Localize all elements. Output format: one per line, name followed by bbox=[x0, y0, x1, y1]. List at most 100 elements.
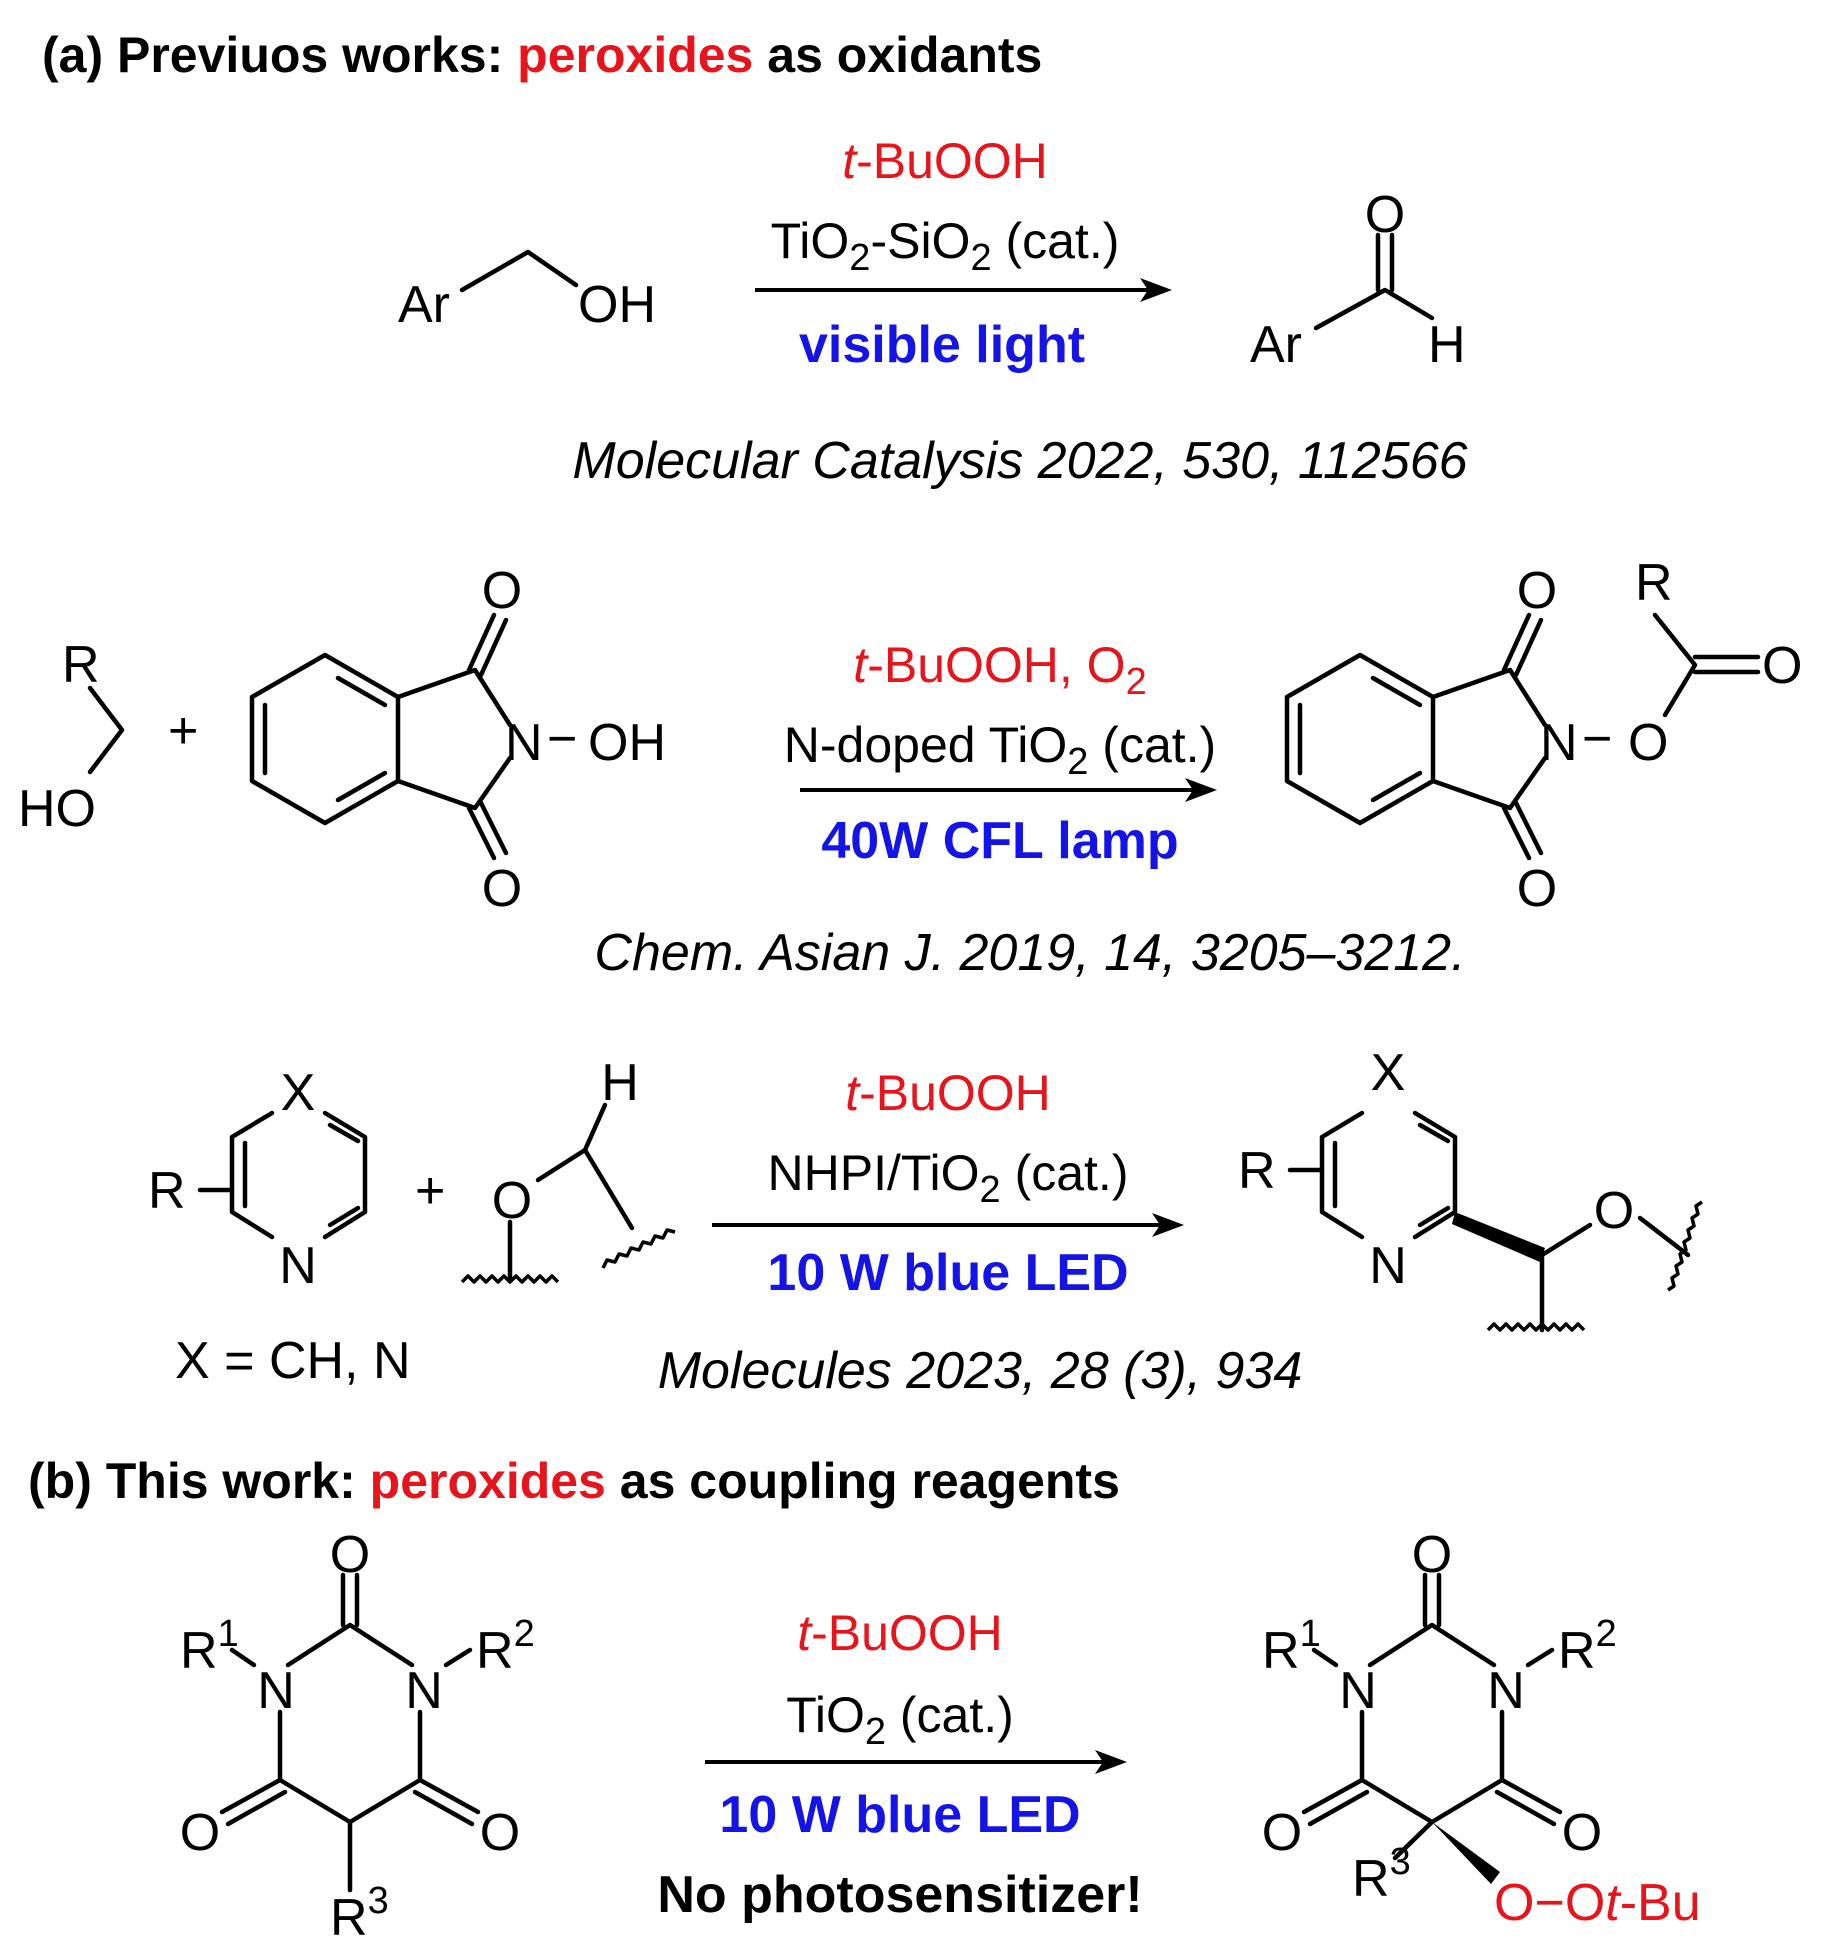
r1-cat-sub1: 2 bbox=[849, 237, 870, 279]
r4-peroxy-o1: O bbox=[1494, 1874, 1534, 1932]
r2-cat-sub: 2 bbox=[1067, 741, 1088, 783]
r4-peroxy-dash: − bbox=[1534, 1874, 1564, 1932]
r4-peroxy-bu: -Bu bbox=[1620, 1874, 1701, 1932]
r2-prod-n: N bbox=[1540, 714, 1578, 772]
r4-product: O R1 R2 N N O O R3 O−Ot-Bu bbox=[1262, 1526, 1701, 1932]
r3-ether: H O bbox=[460, 1054, 676, 1284]
reaction-1: Ar OH t-BuOOH TiO2-SiO2 (cat.) visible l… bbox=[398, 133, 1468, 490]
r2-arrow bbox=[800, 778, 1217, 802]
r2-nhpi-dash: − bbox=[547, 710, 577, 768]
r1-arrow bbox=[755, 278, 1172, 302]
r2-prod-o-bottom: O bbox=[1517, 860, 1557, 918]
r2-prod-dash: − bbox=[1582, 710, 1612, 768]
r1-condition: visible light bbox=[799, 316, 1085, 374]
reaction-2: R HO + O O N − OH t-BuOOH, O2 N-doped Ti… bbox=[18, 554, 1802, 982]
r3-product: X R N O bbox=[1238, 1044, 1703, 1333]
r4-peroxy-o2: O bbox=[1565, 1874, 1605, 1932]
r1-cat-part2: -SiO bbox=[870, 213, 970, 269]
r3-sm-x: X bbox=[281, 1064, 316, 1122]
r3-sm-r: R bbox=[148, 1162, 186, 1220]
r3-x-note: X = CH, N bbox=[175, 1332, 411, 1390]
r2-cat-part2: (cat.) bbox=[1088, 717, 1216, 773]
r4-sm-n-left: N bbox=[257, 1662, 295, 1720]
r2-alcohol: R HO bbox=[18, 636, 125, 838]
r2-plus: + bbox=[168, 702, 198, 760]
r2-product: O O N − O R O bbox=[1284, 554, 1802, 918]
r3-arrow bbox=[712, 1213, 1184, 1237]
r4-prod-o-right: O bbox=[1562, 1804, 1602, 1862]
r4-prod-o-left: O bbox=[1262, 1804, 1302, 1862]
r1-starting-material: Ar OH bbox=[398, 249, 656, 334]
r3-azine: X R N bbox=[148, 1064, 368, 1295]
reaction-4: O R1 R2 N N O O R3 t-BuOOH TiO2 (cat.) 1… bbox=[180, 1526, 1701, 1947]
r4-prod-r2-sup: 2 bbox=[1596, 1613, 1617, 1655]
r1-reagent-italic: t bbox=[842, 133, 858, 189]
r3-cat-sub: 2 bbox=[980, 1169, 1001, 1211]
r3-sm-n: N bbox=[279, 1237, 317, 1295]
r3-ether-o: O bbox=[492, 1172, 532, 1230]
r4-prod-r3-r: R bbox=[1352, 1850, 1390, 1908]
r4-sm-n-right: N bbox=[405, 1662, 443, 1720]
r1-reagent-rest: -BuOOH bbox=[856, 133, 1048, 189]
r1-cat-part0: TiO bbox=[771, 213, 850, 269]
r4-sm-r3: R3 bbox=[330, 1880, 389, 1947]
r3-reference: Molecules 2023, 28 (3), 934 bbox=[658, 1342, 1303, 1400]
r4-prod-r1-sup: 1 bbox=[1300, 1613, 1321, 1655]
r3-prod-n: N bbox=[1369, 1237, 1407, 1295]
r4-sm-r2-sup: 2 bbox=[514, 1613, 535, 1655]
r4-prod-o-top: O bbox=[1412, 1526, 1452, 1584]
section-a-suffix: as oxidants bbox=[753, 27, 1042, 83]
r2-prod-o-top: O bbox=[1517, 562, 1557, 620]
r4-sm-r3-r: R bbox=[330, 1889, 368, 1947]
r4-prod-n-left: N bbox=[1339, 1662, 1377, 1720]
r4-reagent-italic: t bbox=[797, 1605, 813, 1661]
r3-prod-x: X bbox=[1371, 1044, 1406, 1102]
section-b-prefix: (b) This work: bbox=[28, 1453, 370, 1509]
r1-prod-o: O bbox=[1365, 186, 1405, 244]
r2-condition: 40W CFL lamp bbox=[821, 812, 1178, 870]
r2-prod-o-ester: O bbox=[1628, 714, 1668, 772]
r3-plus: + bbox=[415, 1162, 445, 1220]
r1-reagent: t-BuOOH bbox=[842, 133, 1048, 189]
r2-nhpi-n: N bbox=[505, 714, 543, 772]
r2-prod-r: R bbox=[1635, 554, 1673, 612]
r4-catalyst: TiO2 (cat.) bbox=[786, 1687, 1014, 1753]
section-a-heading: (a) Previuos works: peroxides as oxidant… bbox=[42, 27, 1042, 83]
r4-cat-part0: TiO bbox=[786, 1687, 865, 1743]
r3-condition: 10 W blue LED bbox=[767, 1244, 1128, 1302]
r4-prod-r2-r: R bbox=[1558, 1622, 1596, 1680]
r2-nhpi-oh: OH bbox=[588, 714, 666, 772]
r2-reagent-sub: 2 bbox=[1126, 661, 1147, 703]
section-b-highlight: peroxides bbox=[370, 1453, 606, 1509]
r2-nhpi-o-top: O bbox=[482, 562, 522, 620]
r1-reference: Molecular Catalysis 2022, 530, 112566 bbox=[572, 432, 1467, 490]
r3-prod-o: O bbox=[1594, 1182, 1634, 1240]
r4-condition: 10 W blue LED bbox=[719, 1786, 1080, 1844]
r4-cat-sub: 2 bbox=[865, 1711, 886, 1753]
r1-cat-part4: (cat.) bbox=[992, 213, 1120, 269]
r4-prod-n-right: N bbox=[1487, 1662, 1525, 1720]
r4-prod-r3-sup: 3 bbox=[1390, 1841, 1411, 1883]
r2-cat-part0: N-doped TiO bbox=[784, 717, 1067, 773]
r2-nhpi-o-bottom: O bbox=[482, 860, 522, 918]
r4-note: No photosensitizer! bbox=[657, 1866, 1142, 1924]
r2-reference: Chem. Asian J. 2019, 14, 3205–3212. bbox=[594, 924, 1465, 982]
r4-sm-r1-r: R bbox=[180, 1622, 218, 1680]
r4-cat-part2: (cat.) bbox=[886, 1687, 1014, 1743]
r1-catalyst: TiO2-SiO2 (cat.) bbox=[771, 213, 1120, 279]
r3-reagent-italic: t bbox=[845, 1065, 861, 1121]
r4-prod-peroxy: O−Ot-Bu bbox=[1494, 1874, 1701, 1932]
r3-catalyst: NHPI/TiO2 (cat.) bbox=[768, 1145, 1129, 1211]
r4-sm-r2-r: R bbox=[476, 1622, 514, 1680]
r1-prod-h: H bbox=[1428, 316, 1466, 374]
reaction-3: X R N X = CH, N + H O t-BuOOH NHPI/TiO2 … bbox=[148, 1044, 1703, 1400]
section-a-prefix: (a) Previuos works: bbox=[42, 27, 517, 83]
r2-catalyst: N-doped TiO2 (cat.) bbox=[784, 717, 1216, 783]
r4-sm-r1: R1 bbox=[180, 1613, 239, 1680]
r4-prod-r2: R2 bbox=[1558, 1613, 1617, 1680]
r3-cat-part2: (cat.) bbox=[1001, 1145, 1129, 1201]
r1-sm-ar: Ar bbox=[398, 276, 450, 334]
r3-cat-part0: NHPI/TiO bbox=[768, 1145, 980, 1201]
r4-arrow bbox=[705, 1750, 1127, 1774]
